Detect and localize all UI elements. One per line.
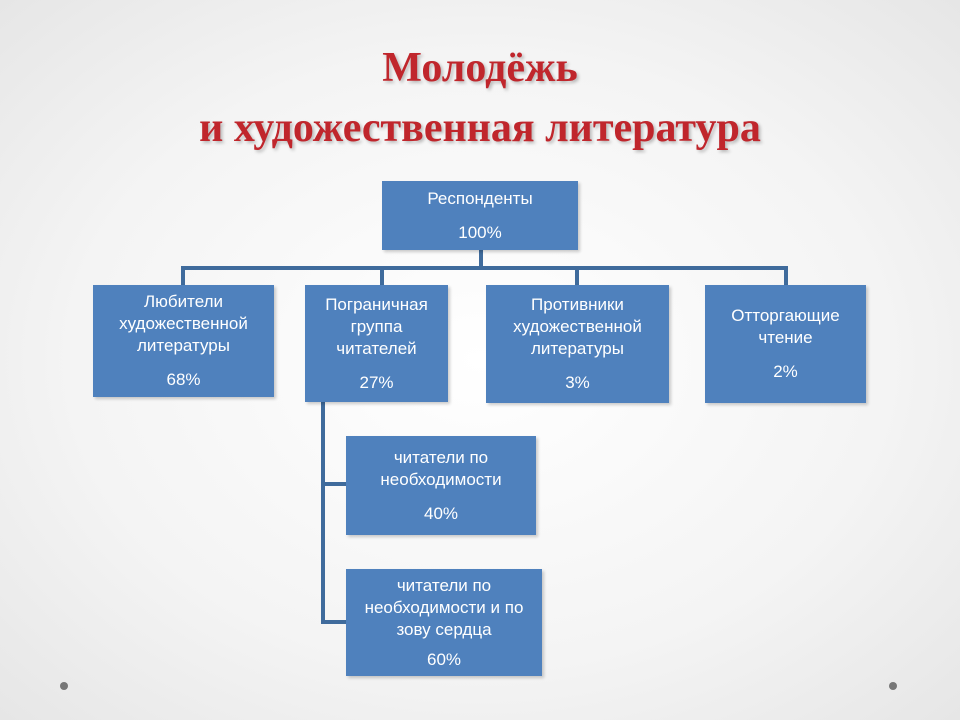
group-node-opponents: Противники художественной литературы 3% [486,285,669,403]
connector [784,266,788,286]
decorative-dot [60,682,68,690]
slide-title-line1: Молодёжь [382,45,578,91]
group-node-borderline: Пограничная группа читателей 27% [305,285,448,402]
connector [321,620,346,624]
root-label: Респонденты [427,188,533,208]
connector [321,482,346,486]
group-label: Отторгающие чтение [731,306,840,347]
slide-title-line2: и художественная литература [199,105,761,151]
connector [479,250,483,269]
group-value: 27% [359,372,394,392]
group-node-rejecting: Отторгающие чтение 2% [705,285,866,403]
subgroup-label: читатели по необходимости и по зову серд… [364,575,524,639]
subgroup-node-necessity: читатели по необходимости 40% [346,436,536,535]
subgroup-node-heart: читатели по необходимости и по зову серд… [346,569,542,676]
group-label: Пограничная группа читателей [325,294,428,358]
connector [181,266,185,286]
connector [575,266,579,286]
subgroup-label: читатели по необходимости [380,447,502,489]
group-label: Противники художественной литературы [513,295,642,358]
root-value: 100% [458,222,502,242]
connector [380,266,384,286]
group-node-lovers: Любители художественной литературы 68% [93,285,274,397]
decorative-dot [889,682,897,690]
subgroup-value: 40% [423,503,459,523]
group-value: 2% [773,362,798,381]
group-value: 3% [565,373,590,392]
root-node: Респонденты 100% [382,181,578,250]
subgroup-value: 60% [426,649,462,669]
connector [321,402,325,624]
connector [181,266,788,270]
group-label: Любители художественной литературы [119,292,248,355]
group-value: 68% [166,370,201,389]
